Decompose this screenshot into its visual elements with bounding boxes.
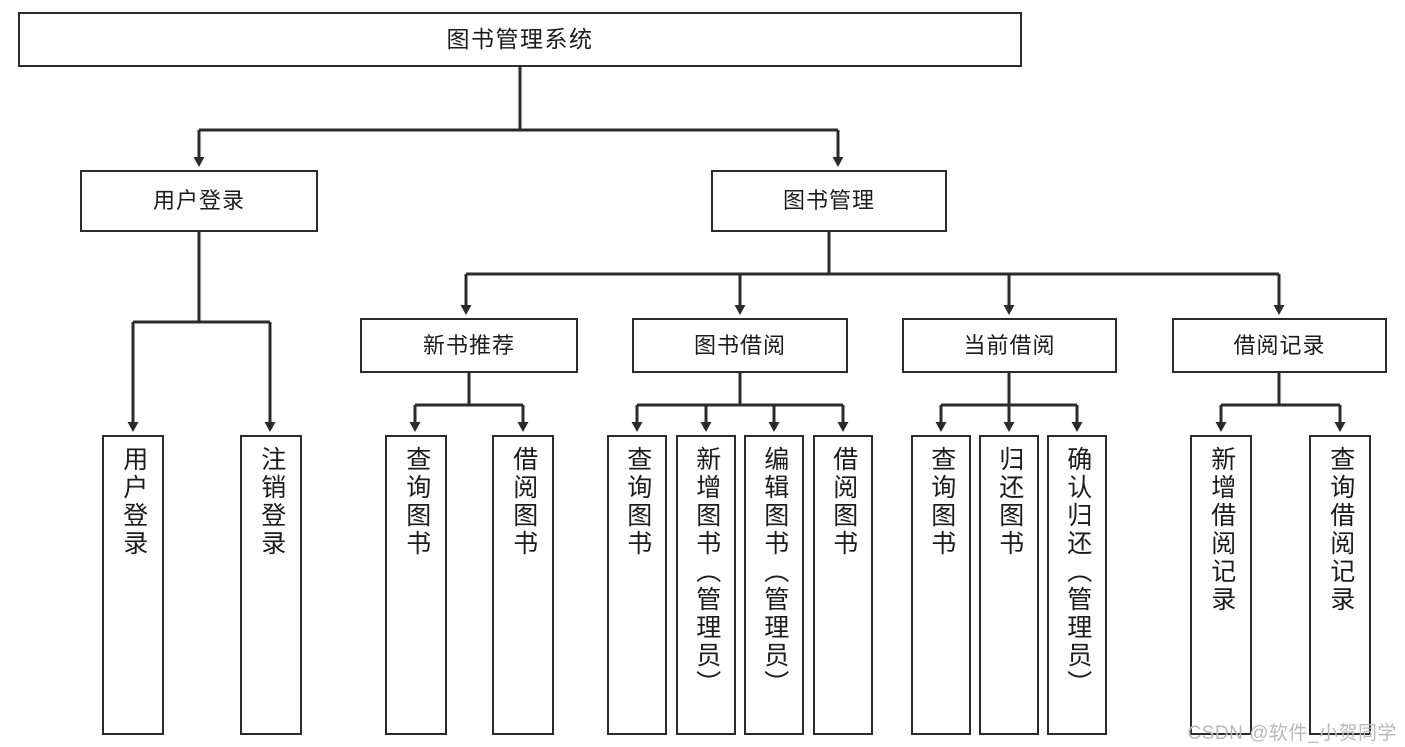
leaf-confirm-return-label: 确认归还（管理员） — [1063, 446, 1092, 698]
node-book-management-label: 图书管理 — [782, 188, 875, 214]
leaf-return-book[interactable]: 归还图书 — [979, 435, 1039, 735]
leaf-edit-book-label: 编辑图书（管理员） — [760, 446, 789, 698]
node-user-login[interactable]: 用户登录 — [80, 170, 318, 232]
node-new-book-recommend-label: 新书推荐 — [422, 332, 515, 358]
node-current-borrow[interactable]: 当前借阅 — [902, 318, 1117, 373]
node-book-borrow-label: 图书借阅 — [693, 332, 786, 358]
leaf-query-book-1[interactable]: 查询图书 — [385, 435, 447, 735]
leaf-user-login[interactable]: 用户登录 — [102, 435, 164, 735]
leaf-query-book-2-label: 查询图书 — [623, 446, 652, 558]
node-borrow-record-label: 借阅记录 — [1233, 332, 1326, 358]
leaf-borrow-book-2-label: 借阅图书 — [829, 446, 858, 558]
leaf-query-record-label: 查询借阅记录 — [1326, 446, 1355, 614]
leaf-add-record[interactable]: 新增借阅记录 — [1190, 435, 1252, 735]
leaf-logout-label: 注销登录 — [257, 446, 286, 558]
leaf-add-book-label: 新增图书（管理员） — [692, 446, 721, 698]
leaf-query-record[interactable]: 查询借阅记录 — [1309, 435, 1371, 735]
node-book-borrow[interactable]: 图书借阅 — [632, 318, 848, 373]
watermark: CSDN @软件_小贺同学 — [1187, 723, 1397, 744]
leaf-borrow-book-1[interactable]: 借阅图书 — [492, 435, 554, 735]
node-user-login-label: 用户登录 — [152, 188, 245, 214]
node-new-book-recommend[interactable]: 新书推荐 — [360, 318, 578, 373]
leaf-query-book-2[interactable]: 查询图书 — [607, 435, 667, 735]
leaf-borrow-book-2[interactable]: 借阅图书 — [813, 435, 873, 735]
leaf-add-book[interactable]: 新增图书（管理员） — [676, 435, 736, 735]
leaf-confirm-return[interactable]: 确认归还（管理员） — [1047, 435, 1107, 735]
leaf-query-book-3-label: 查询图书 — [927, 446, 956, 558]
node-current-borrow-label: 当前借阅 — [963, 332, 1056, 358]
leaf-logout[interactable]: 注销登录 — [240, 435, 302, 735]
leaf-edit-book[interactable]: 编辑图书（管理员） — [744, 435, 804, 735]
leaf-user-login-label: 用户登录 — [119, 446, 148, 558]
leaf-query-book-1-label: 查询图书 — [402, 446, 431, 558]
node-root-label: 图书管理系统 — [446, 25, 594, 52]
leaf-return-book-label: 归还图书 — [995, 446, 1024, 558]
node-book-management[interactable]: 图书管理 — [711, 170, 947, 232]
node-borrow-record[interactable]: 借阅记录 — [1172, 318, 1387, 373]
leaf-borrow-book-1-label: 借阅图书 — [509, 446, 538, 558]
leaf-add-record-label: 新增借阅记录 — [1207, 446, 1236, 614]
leaf-query-book-3[interactable]: 查询图书 — [911, 435, 971, 735]
node-root[interactable]: 图书管理系统 — [18, 12, 1022, 67]
